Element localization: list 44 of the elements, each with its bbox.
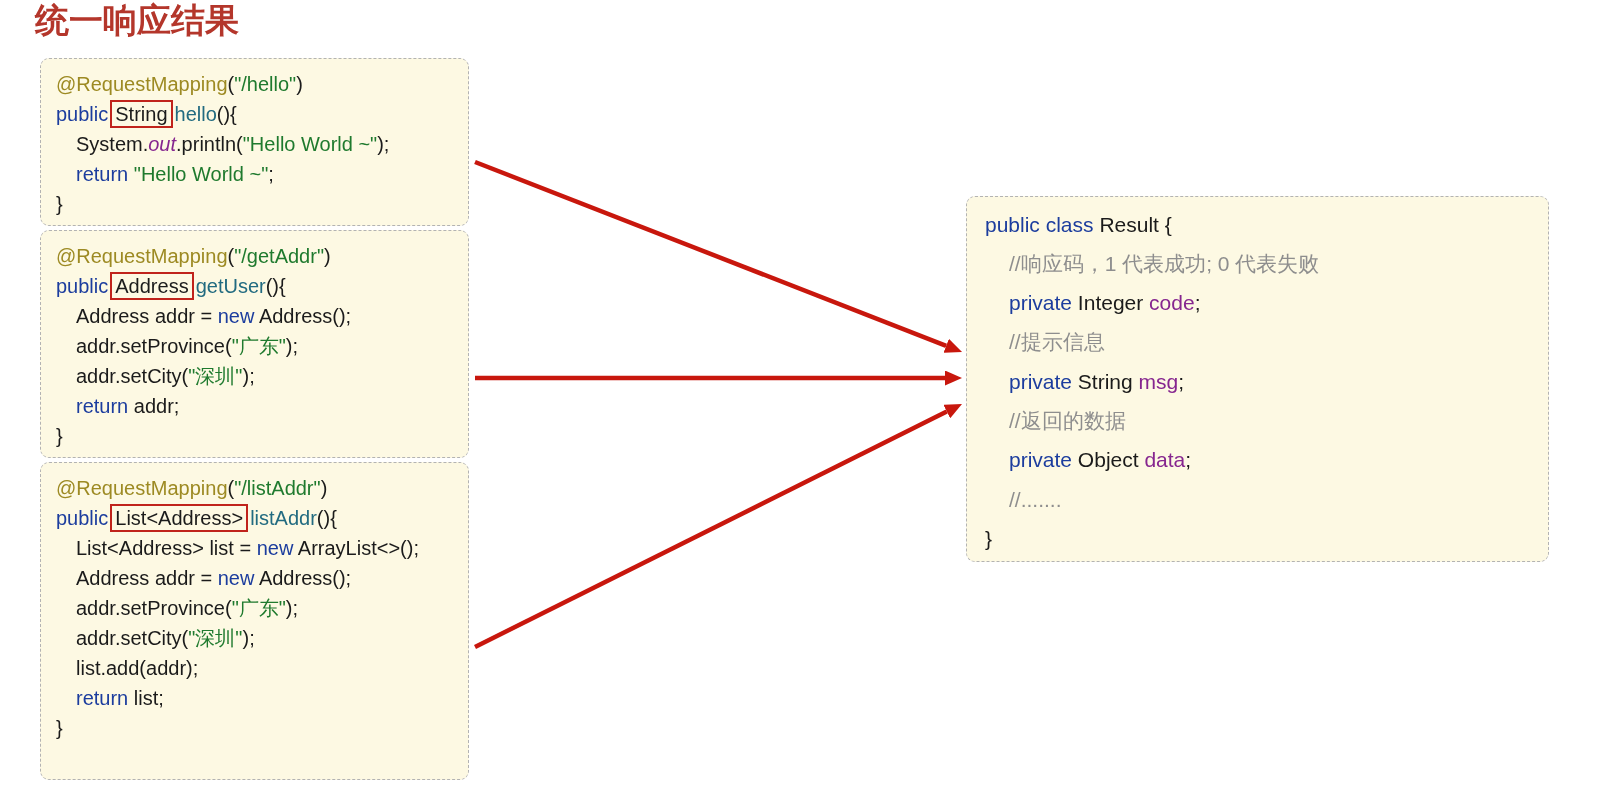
code-line: addr.setProvince("广东"); bbox=[76, 334, 299, 358]
highlight-box: Address bbox=[110, 272, 194, 300]
code-text: public bbox=[56, 274, 109, 298]
arrow bbox=[475, 370, 962, 386]
code-text: listAddr(){ bbox=[250, 506, 337, 530]
code-text: public bbox=[56, 506, 109, 530]
code-box bbox=[40, 462, 469, 780]
code-line: private Object data; bbox=[1009, 448, 1192, 473]
code-line: private Integer code; bbox=[1009, 291, 1201, 316]
highlight-box: List<Address> bbox=[110, 504, 249, 532]
code-box bbox=[966, 196, 1549, 562]
code-text: public bbox=[56, 102, 109, 126]
code-line: List<Address> list = new ArrayList<>(); bbox=[76, 536, 419, 560]
code-line: } bbox=[56, 716, 63, 740]
code-line: @RequestMapping("/getAddr") bbox=[56, 244, 331, 268]
code-line: return list; bbox=[76, 686, 164, 710]
code-line: return "Hello World ~"; bbox=[76, 162, 274, 186]
code-line: addr.setProvince("广东"); bbox=[76, 596, 299, 620]
code-line: //响应码，1 代表成功; 0 代表失败 bbox=[1009, 251, 1320, 276]
code-line: } bbox=[985, 526, 992, 552]
highlight-box: String bbox=[110, 100, 173, 128]
code-line: list.add(addr); bbox=[76, 656, 199, 680]
code-line: @RequestMapping("/listAddr") bbox=[56, 476, 328, 500]
code-line: //....... bbox=[1009, 487, 1062, 512]
code-line: addr.setCity("深圳"); bbox=[76, 626, 255, 650]
code-box bbox=[40, 58, 469, 226]
code-line: @RequestMapping("/hello") bbox=[56, 72, 303, 96]
arrow bbox=[474, 404, 962, 649]
code-line: Address addr = new Address(); bbox=[76, 566, 352, 590]
title: 统一响应结果 bbox=[35, 1, 239, 41]
code-line: } bbox=[56, 424, 63, 448]
code-line: Address addr = new Address(); bbox=[76, 304, 352, 328]
code-line: return addr; bbox=[76, 394, 180, 418]
code-line: addr.setCity("深圳"); bbox=[76, 364, 255, 388]
code-text: getUser(){ bbox=[195, 274, 286, 298]
code-box bbox=[40, 230, 469, 458]
code-line: //提示信息 bbox=[1009, 330, 1105, 355]
code-line: public class Result { bbox=[985, 212, 1172, 237]
code-text: hello(){ bbox=[174, 102, 237, 126]
code-line: System.out.println("Hello World ~"); bbox=[76, 132, 390, 156]
code-line: } bbox=[56, 192, 63, 216]
arrow bbox=[474, 159, 963, 353]
code-line: private String msg; bbox=[1009, 369, 1185, 394]
code-line: //返回的数据 bbox=[1009, 409, 1126, 434]
